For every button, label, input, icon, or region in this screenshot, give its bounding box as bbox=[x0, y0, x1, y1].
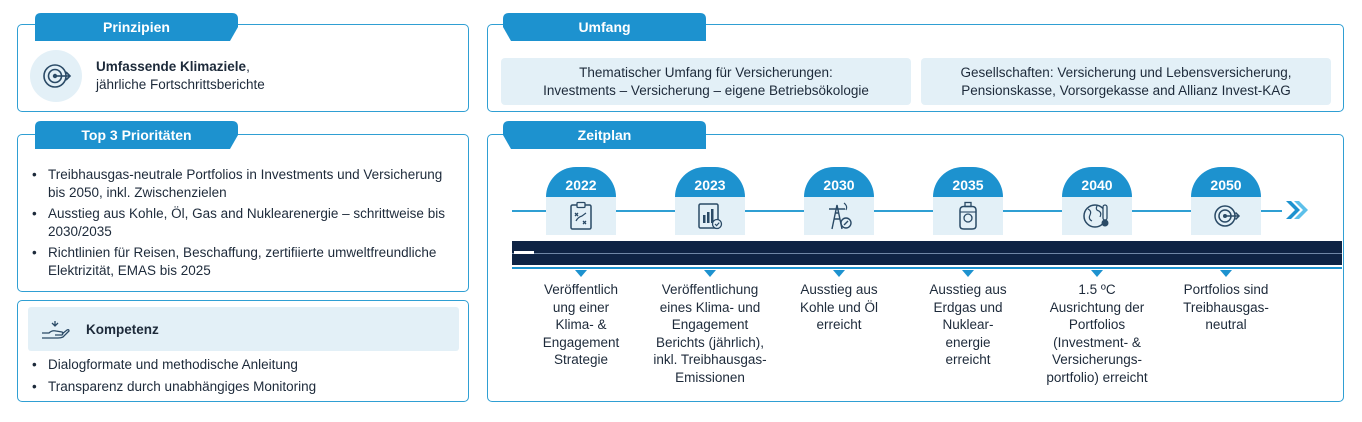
desc-line: Veröffentlich bbox=[543, 282, 619, 297]
desc-line: Portfolios sind bbox=[1183, 282, 1269, 297]
desc-line: Ausrichtung der bbox=[1049, 299, 1145, 315]
desc-line: 1.5 ºC bbox=[1078, 282, 1116, 297]
timeline-band-marker bbox=[514, 251, 534, 254]
timeline-band-line bbox=[512, 253, 1342, 254]
scope-box2-line2: Pensionskasse, Vorsorgekasse and Allianz… bbox=[961, 82, 1291, 98]
desc-line: Ausstieg aus bbox=[800, 282, 878, 297]
milestone-icon-box bbox=[1191, 197, 1261, 235]
principles-tab: Prinzipien bbox=[35, 13, 238, 41]
scope-box-thematic: Thematischer Umfang für Versicherungen: I… bbox=[501, 58, 911, 105]
clipboard-icon bbox=[570, 201, 592, 230]
desc-line: Nuklear- bbox=[942, 317, 994, 332]
desc-line: neutral bbox=[1205, 317, 1247, 332]
milestone-2040-desc: 1.5 ºC Ausrichtung der Portfolios (Inves… bbox=[1032, 281, 1162, 386]
milestone-2030-desc: Ausstieg aus Kohle und Öl erreicht bbox=[774, 281, 904, 334]
desc-line: Treibhausgas- bbox=[1183, 299, 1269, 315]
milestone-pointer bbox=[833, 270, 845, 277]
desc-line: Emissionen bbox=[675, 369, 745, 385]
competence-header bbox=[28, 307, 459, 351]
milestone-pointer bbox=[1091, 270, 1103, 277]
desc-line: erreicht bbox=[945, 352, 991, 367]
milestone-pointer bbox=[962, 270, 974, 277]
milestone-2035-desc: Ausstieg aus Erdgas und Nuklear- energie… bbox=[903, 281, 1033, 369]
power-tower-icon bbox=[829, 202, 852, 230]
desc-line: portfolio) erreicht bbox=[1046, 369, 1148, 385]
desc-line: inkl. Treibhausgas- bbox=[653, 352, 767, 367]
competence-list: Dialogformate und methodische Anleitung … bbox=[30, 356, 460, 399]
desc-line: Versicherungs- bbox=[1051, 352, 1143, 367]
globe-thermometer-icon bbox=[1083, 204, 1109, 228]
milestone-pointer bbox=[1220, 270, 1232, 277]
timeline-tab: Zeitplan bbox=[503, 121, 706, 149]
competence-item: Dialogformate und methodische Anleitung bbox=[30, 356, 460, 374]
desc-line: Strategie bbox=[553, 352, 609, 367]
priority-item: Richtlinien für Reisen, Beschaffung, zer… bbox=[30, 244, 460, 279]
principles-icon bbox=[30, 50, 82, 102]
principles-sub: jährliche Fortschrittsberichte bbox=[96, 77, 265, 92]
scope-box-companies: Gesellschaften: Versicherung und Lebensv… bbox=[921, 58, 1331, 105]
desc-line: Kohle und Öl bbox=[799, 299, 879, 315]
priority-item: Ausstieg aus Kohle, Öl, Gas and Nukleare… bbox=[30, 205, 460, 240]
desc-line: erreicht bbox=[816, 317, 862, 332]
year-label: 2022 bbox=[546, 167, 616, 197]
desc-line: Engagement bbox=[671, 317, 749, 332]
desc-line: Erdgas und bbox=[933, 299, 1003, 315]
milestone-icon-box bbox=[675, 197, 745, 235]
timeline-axis-line bbox=[512, 210, 1282, 212]
milestone-icon-box bbox=[1062, 197, 1132, 235]
priorities-tab: Top 3 Prioritäten bbox=[35, 121, 238, 149]
desc-line: Veröffentlichung bbox=[661, 282, 759, 297]
desc-line: energie bbox=[945, 334, 991, 350]
priority-item: Treibhausgas-neutrale Portfolios in Inve… bbox=[30, 166, 460, 201]
scope-box1-line2: Investments – Versicherung – eigene Betr… bbox=[543, 82, 869, 98]
milestone-icon-box bbox=[546, 197, 616, 235]
milestone-pointer bbox=[704, 270, 716, 277]
desc-line: Berichts (jährlich), bbox=[655, 334, 765, 350]
timeline-tab-label: Zeitplan bbox=[577, 127, 632, 143]
scope-tab: Umfang bbox=[503, 13, 706, 41]
desc-line: Engagement bbox=[542, 334, 620, 350]
gas-tank-icon bbox=[959, 201, 977, 230]
milestone-pointer bbox=[575, 270, 587, 277]
desc-line: Portfolios bbox=[1068, 317, 1126, 332]
priorities-list: Treibhausgas-neutrale Portfolios in Inve… bbox=[30, 166, 460, 283]
principles-comma: , bbox=[246, 59, 250, 74]
scope-tab-label: Umfang bbox=[578, 19, 631, 35]
milestone-icon-box bbox=[804, 197, 874, 235]
desc-line: eines Klima- und bbox=[659, 299, 761, 315]
desc-line: Ausstieg aus bbox=[929, 282, 1007, 297]
report-icon bbox=[698, 203, 723, 230]
principles-tab-label: Prinzipien bbox=[103, 19, 170, 35]
scope-box2-line1: Gesellschaften: Versicherung und Lebensv… bbox=[960, 64, 1292, 80]
desc-line: Klima- & bbox=[555, 317, 607, 332]
milestone-2050-desc: Portfolios sind Treibhausgas- neutral bbox=[1161, 281, 1291, 334]
timeline-band-underline bbox=[512, 267, 1342, 269]
milestone-2022-desc: Veröffentlich ung einer Klima- & Engagem… bbox=[516, 281, 646, 369]
priorities-tab-label: Top 3 Prioritäten bbox=[81, 127, 192, 143]
principles-text: Umfassende Klimaziele, jährliche Fortsch… bbox=[96, 58, 446, 94]
principles-bold: Umfassende Klimaziele bbox=[96, 59, 247, 74]
target-icon bbox=[1214, 205, 1241, 227]
milestone-icon-box bbox=[933, 197, 1003, 235]
chevron-right-icon bbox=[1286, 201, 1308, 219]
competence-title: Kompetenz bbox=[86, 322, 159, 337]
desc-line: ung einer bbox=[552, 299, 610, 315]
target-icon bbox=[43, 64, 72, 88]
desc-line: (Investment- & bbox=[1053, 334, 1141, 350]
hand-icon bbox=[42, 321, 70, 339]
milestone-2023-desc: Veröffentlichung eines Klima- und Engage… bbox=[645, 281, 775, 386]
competence-item: Transparenz durch unabhängiges Monitorin… bbox=[30, 378, 460, 396]
scope-box1-line1: Thematischer Umfang für Versicherungen: bbox=[579, 64, 833, 80]
